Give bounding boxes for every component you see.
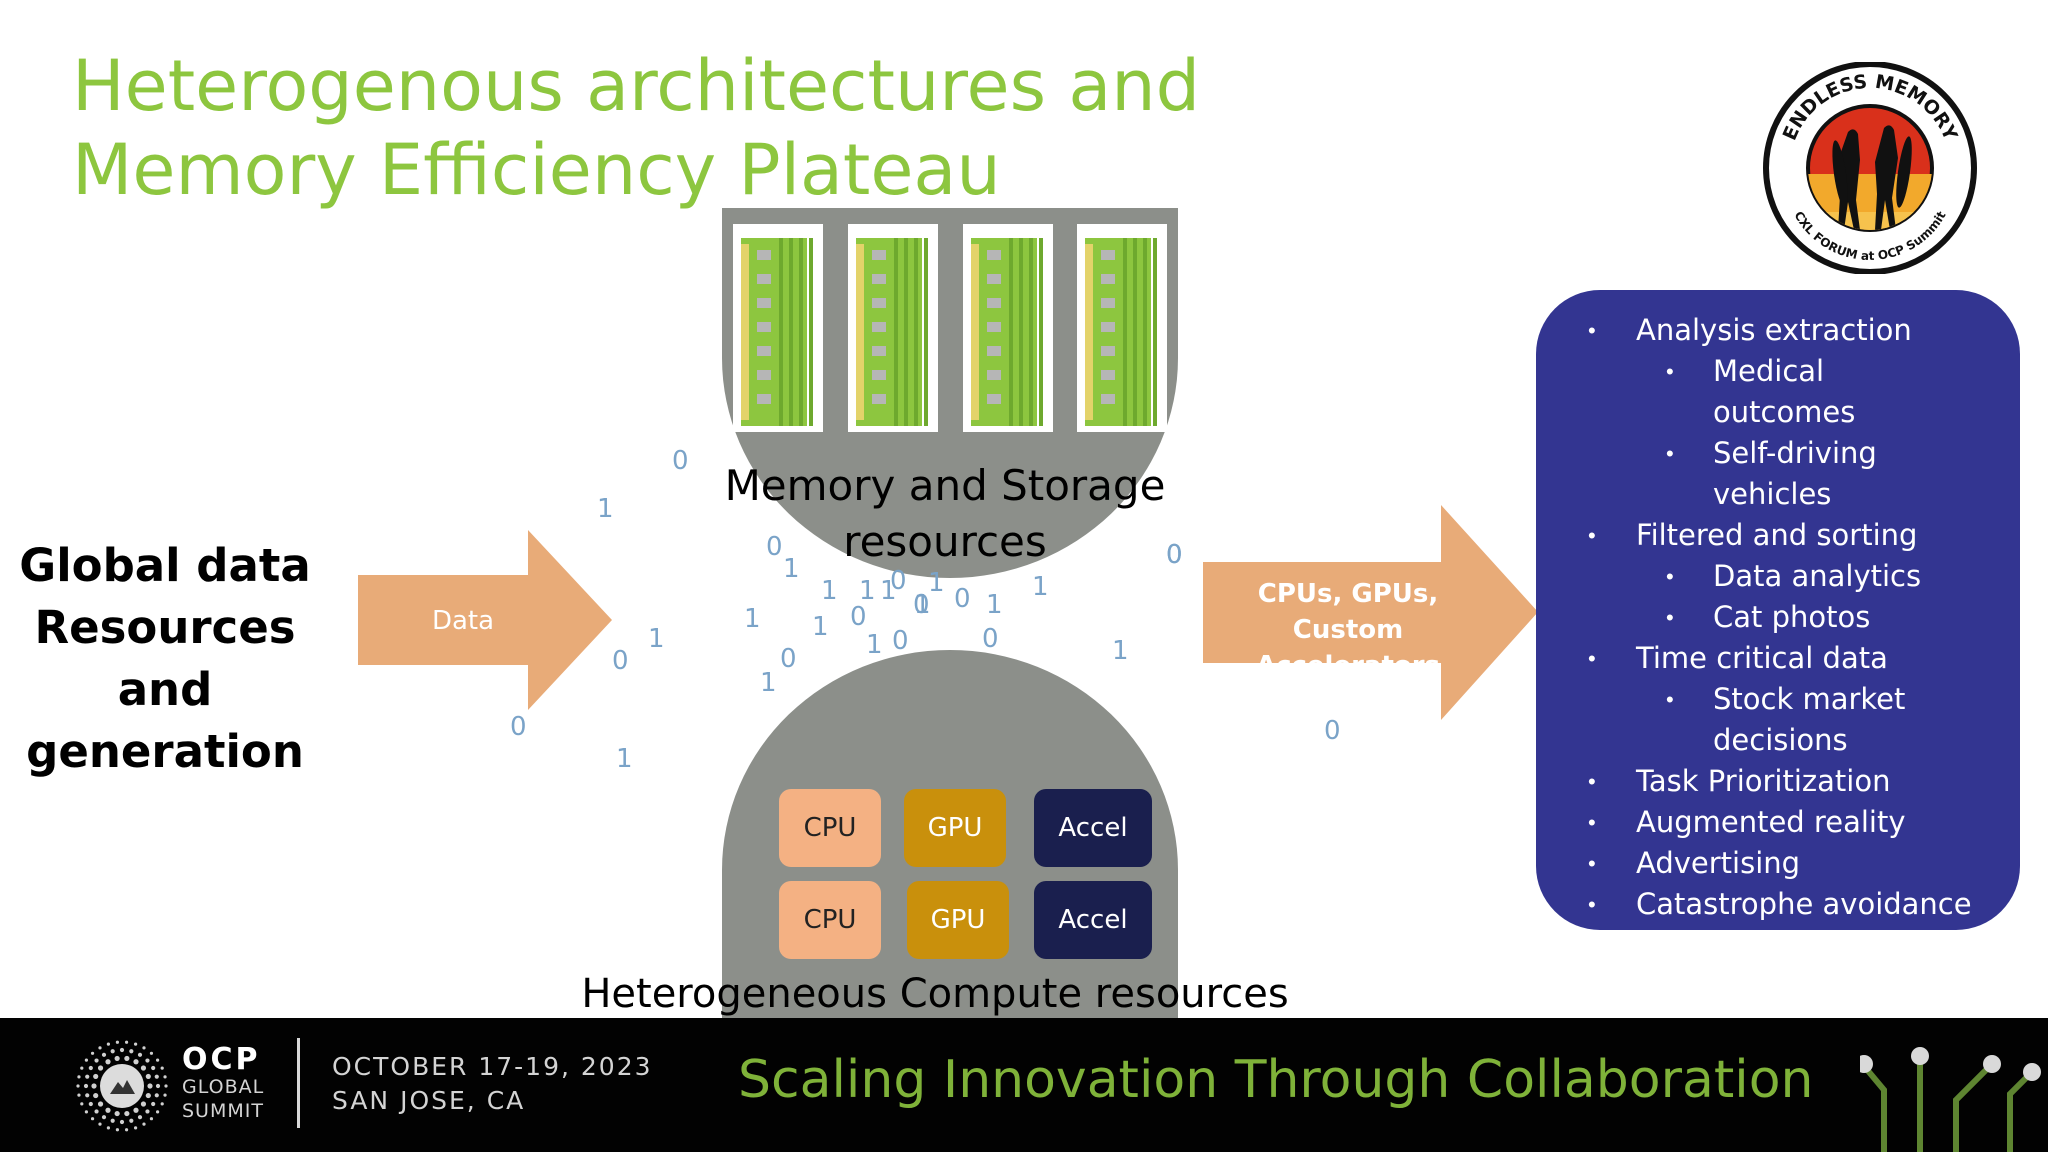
memory-module-icon	[963, 224, 1053, 432]
binary-digit: 0	[510, 712, 527, 742]
use-case-item: Catastrophe avoidance	[1636, 887, 1972, 921]
bullet-icon: •	[1666, 564, 1674, 589]
memory-module-icon	[848, 224, 938, 432]
binary-digit: 0	[672, 446, 689, 476]
chip-cpu: CPU	[779, 789, 881, 867]
circuit-decoration-icon	[1860, 1047, 2041, 1152]
binary-digit: 0	[1324, 716, 1341, 746]
binary-digit: 1	[1112, 636, 1129, 666]
memory-storage-label: Memory and Storage resources	[720, 458, 1170, 570]
global-data-label-line: generation	[26, 725, 304, 778]
binary-digit: 0	[1166, 540, 1183, 570]
binary-digit: 0	[982, 624, 999, 654]
global-data-label-line: Resources and	[34, 601, 296, 716]
bullet-icon: •	[1666, 359, 1674, 384]
binary-digit: 1	[616, 744, 633, 774]
chip-cpu: CPU	[779, 881, 881, 959]
bullet-icon: •	[1588, 769, 1596, 794]
memory-storage-label-line: Memory and Storage	[724, 461, 1166, 510]
binary-digit: 1	[880, 576, 897, 606]
binary-digit: 1	[986, 590, 1003, 620]
slide-title: Heterogenous architectures and Memory Ef…	[72, 45, 1201, 211]
binary-digit: 1	[928, 568, 945, 598]
bullet-icon: •	[1588, 810, 1596, 835]
binary-digit: 1	[1032, 572, 1049, 602]
binary-digit: 0	[780, 644, 797, 674]
ocp-wordmark: OCP	[182, 1042, 261, 1077]
memory-modules	[733, 224, 1167, 432]
use-case-subitem: outcomes	[1713, 395, 1856, 429]
chip-gpu: GPU	[904, 789, 1006, 867]
footer-bar	[0, 1018, 2048, 1152]
memory-module-icon	[1077, 224, 1167, 432]
use-case-subitem: Stock market	[1713, 682, 1906, 716]
binary-digit: 0	[612, 646, 629, 676]
binary-digit: 1	[760, 668, 777, 698]
binary-digit: 0	[954, 584, 971, 614]
global-data-label-line: Global data	[19, 539, 311, 592]
use-case-item: Augmented reality	[1636, 805, 1906, 839]
use-case-subitem: Cat photos	[1713, 600, 1871, 634]
binary-digit: 0	[766, 532, 783, 562]
global-data-label: Global data Resources and generation	[0, 535, 330, 783]
use-case-item: Filtered and sorting	[1636, 518, 1918, 552]
binary-digit: 1	[648, 624, 665, 654]
bullet-icon: •	[1666, 605, 1674, 630]
use-case-item: Time critical data	[1636, 641, 1888, 675]
chip-accel: Accel	[1034, 789, 1152, 867]
binary-digit: 1	[914, 590, 931, 620]
ocp-starburst-icon	[76, 1040, 168, 1132]
binary-digit: 1	[821, 576, 838, 606]
bullet-icon: •	[1588, 523, 1596, 548]
event-location: SAN JOSE, CA	[332, 1086, 526, 1115]
binary-digit: 0	[892, 626, 909, 656]
event-tagline: Scaling Innovation Through Collaboration	[738, 1050, 1814, 1110]
bullet-icon: •	[1588, 646, 1596, 671]
binary-digit: 1	[866, 630, 883, 660]
endless-memory-logo: ENDLESS MEMORY CXL FORUM at OCP Summit	[1763, 62, 1977, 274]
compute-arrow	[1203, 505, 1538, 720]
binary-digit: 0	[850, 602, 867, 632]
binary-digit: 0	[890, 566, 907, 596]
memory-storage-label-line: resources	[843, 517, 1047, 566]
footer-divider	[297, 1038, 300, 1128]
event-date: OCTOBER 17-19, 2023	[332, 1052, 653, 1081]
bullet-icon: •	[1666, 441, 1674, 466]
binary-digit: 0	[913, 590, 930, 620]
use-case-item: Analysis extraction	[1636, 313, 1912, 347]
binary-digit: 0	[1166, 540, 1183, 570]
compute-arrow-label: CPUs, GPUs, Custom Accelerators	[1255, 579, 1441, 681]
bullet-icon: •	[1588, 318, 1596, 343]
bullet-icon: •	[1588, 851, 1596, 876]
use-case-item: Task Prioritization	[1636, 764, 1891, 798]
binary-digit: 1	[783, 554, 800, 584]
memory-storage-block	[722, 208, 1178, 578]
binary-digit: 1	[744, 604, 761, 634]
data-arrow-label: Data	[431, 606, 495, 636]
binary-digit: 1	[597, 494, 614, 524]
binary-digit: 1	[812, 612, 829, 642]
use-case-subitem: Medical	[1713, 354, 1825, 388]
use-case-subitem: Data analytics	[1713, 559, 1922, 593]
ocp-summit-text: SUMMIT	[182, 1100, 264, 1122]
bullet-icon: •	[1588, 892, 1596, 917]
chip-gpu: GPU	[907, 881, 1009, 959]
data-arrow	[358, 530, 612, 710]
chip-accel: Accel	[1034, 881, 1152, 959]
ocp-global-text: GLOBAL	[182, 1076, 265, 1098]
use-case-item: Advertising	[1636, 846, 1801, 880]
use-case-subitem: Self-driving	[1713, 436, 1877, 470]
binary-digit: 1	[859, 576, 876, 606]
use-case-subitem: decisions	[1713, 723, 1848, 757]
compute-resources-label: Heterogeneous Compute resources	[581, 971, 1289, 1017]
use-cases-panel	[1536, 290, 2020, 930]
use-case-subitem: vehicles	[1713, 477, 1832, 511]
memory-module-icon	[733, 224, 823, 432]
bullet-icon: •	[1666, 687, 1674, 712]
